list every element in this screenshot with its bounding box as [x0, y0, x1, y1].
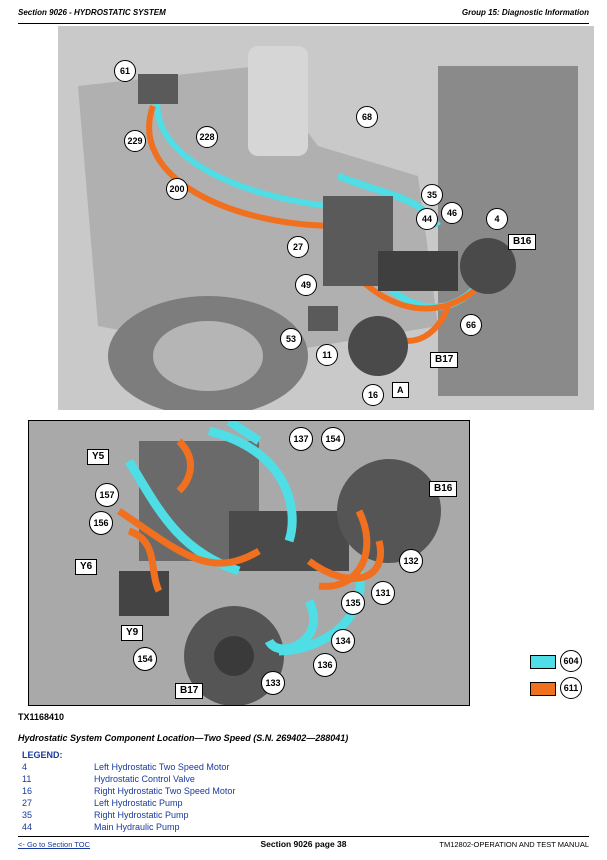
callout-154-bottom: 154 [133, 647, 157, 671]
label-b16-detail: B16 [429, 481, 458, 497]
callout-46: 46 [441, 202, 463, 224]
callout-229: 229 [124, 130, 146, 152]
section-title: Section 9026 - HYDROSTATIC SYSTEM [18, 8, 166, 17]
callout-44: 44 [416, 208, 438, 230]
figure-id: TX1168410 [18, 712, 65, 722]
legend-title: LEGEND: [22, 750, 63, 760]
callout-11: 11 [316, 344, 338, 366]
callout-132: 132 [399, 549, 423, 573]
page-header: Section 9026 - HYDROSTATIC SYSTEM Group … [18, 6, 589, 22]
callout-49: 49 [295, 274, 317, 296]
swatch-604 [530, 655, 556, 669]
callout-228: 228 [196, 126, 218, 148]
swatch-611-label: 611 [560, 677, 582, 699]
callout-133: 133 [261, 671, 285, 695]
callout-35: 35 [421, 184, 443, 206]
header-divider [18, 23, 589, 24]
label-y5: Y5 [87, 449, 110, 465]
callout-61: 61 [114, 60, 136, 82]
callout-157: 157 [95, 483, 119, 507]
callout-154-top: 154 [321, 427, 345, 451]
callout-137: 137 [289, 427, 313, 451]
swatch-611 [530, 682, 556, 696]
callout-53: 53 [280, 328, 302, 350]
footer-divider [18, 836, 589, 837]
callout-16: 16 [362, 384, 384, 406]
callout-134: 134 [331, 629, 355, 653]
label-b17: B17 [430, 352, 459, 368]
callout-27: 27 [287, 236, 309, 258]
callout-200: 200 [166, 178, 188, 200]
label-b16: B16 [508, 234, 537, 250]
callout-66: 66 [460, 314, 482, 336]
label-y6: Y6 [75, 559, 98, 575]
callout-156: 156 [89, 511, 113, 535]
manual-title: TM12802-OPERATION AND TEST MANUAL [439, 840, 589, 849]
top-illustration-art [58, 26, 594, 410]
bottom-illustration: 137 154 157 156 132 131 135 134 136 133 … [28, 420, 470, 706]
swatch-604-label: 604 [560, 650, 582, 672]
view-marker-a: A [392, 382, 409, 398]
figure-caption: Hydrostatic System Component Location—Tw… [18, 733, 349, 743]
group-title: Group 15: Diagnostic Information [461, 8, 589, 17]
toc-link[interactable]: <- Go to Section TOC [18, 840, 91, 849]
label-b17-detail: B17 [175, 683, 204, 699]
callout-131: 131 [371, 581, 395, 605]
bottom-illustration-art [29, 421, 469, 705]
callout-68: 68 [356, 106, 378, 128]
callout-136: 136 [313, 653, 337, 677]
callout-135: 135 [341, 591, 365, 615]
top-illustration: 61 229 228 200 68 35 44 46 4 27 49 53 11… [58, 26, 594, 410]
page-number: Section 9026 page 38 [260, 839, 347, 849]
label-y9: Y9 [121, 625, 144, 641]
callout-4: 4 [486, 208, 508, 230]
